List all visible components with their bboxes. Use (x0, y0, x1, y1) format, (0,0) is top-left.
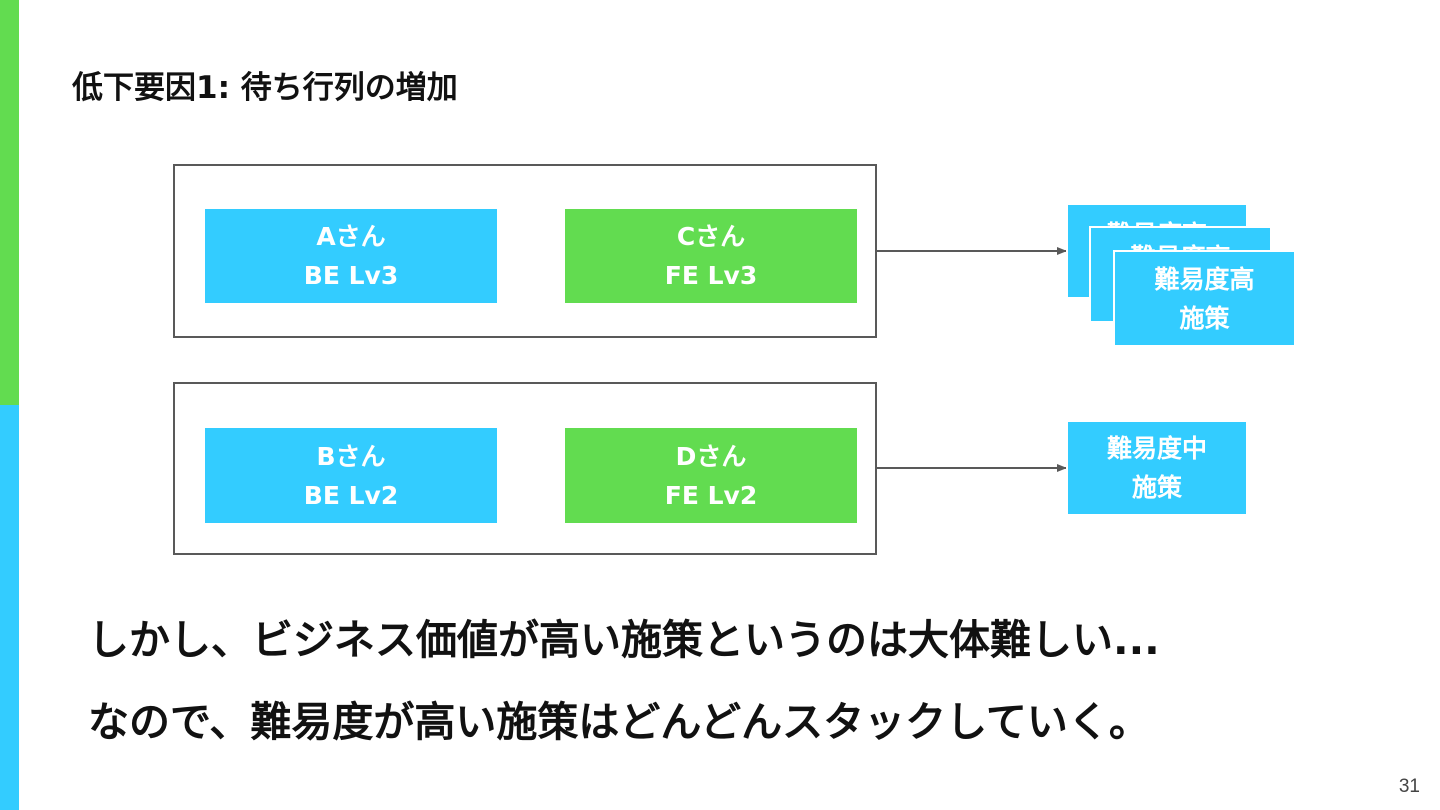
task-label: 難易度中 (1106, 434, 1207, 463)
task-card-mid: 難易度中 施策 (1066, 420, 1248, 516)
accent-bar-blue (0, 405, 19, 810)
member-box-a: Aさん BE Lv3 (205, 209, 497, 303)
member-box-c: Cさん FE Lv3 (565, 209, 857, 303)
member-name: Dさん (675, 441, 747, 471)
task-label: 施策 (1179, 303, 1230, 333)
page-number: 31 (1398, 776, 1420, 797)
slide-title: 低下要因1: 待ち行列の増加 (72, 70, 458, 106)
member-role: FE Lv2 (664, 480, 758, 510)
member-name: Cさん (676, 222, 746, 251)
task-label: 難易度高 (1154, 264, 1255, 294)
member-role: BE Lv3 (303, 261, 399, 290)
member-box-b: Bさん BE Lv2 (205, 428, 497, 523)
task-label: 施策 (1131, 473, 1182, 502)
message-line-1: しかし、ビジネス価値が高い施策というのは大体難しい... (88, 616, 1160, 664)
member-role: FE Lv3 (664, 261, 758, 290)
member-name: Bさん (316, 441, 386, 471)
member-role: BE Lv2 (303, 480, 399, 510)
accent-bar-green (0, 0, 19, 405)
message-line-2: なので、難易度が高い施策はどんどんスタックしていく。 (88, 698, 1150, 746)
task-card-high-3: 難易度高 施策 (1113, 250, 1296, 347)
member-box-d: Dさん FE Lv2 (565, 428, 857, 523)
member-name: Aさん (316, 222, 386, 251)
